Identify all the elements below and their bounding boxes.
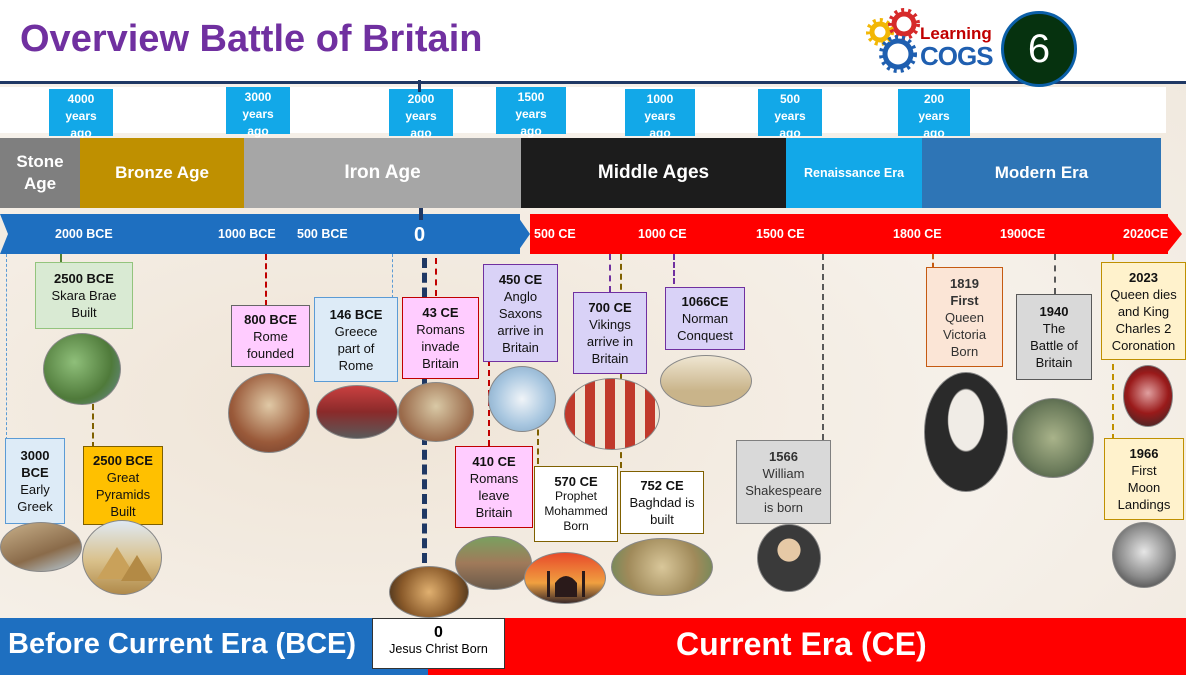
shakespeare-image (757, 524, 821, 592)
logo-text-learning: Learning (920, 24, 992, 43)
ce-label: Current Era (CE) (676, 626, 927, 662)
axis-start-notch (0, 214, 8, 254)
queen-victoria-image (924, 372, 1008, 492)
roman-soldiers-image (316, 385, 398, 439)
skara-brae-image (43, 333, 121, 405)
viking-ship-image (564, 378, 660, 450)
axis-bce-band (0, 214, 520, 254)
connector-line (6, 254, 7, 440)
jesus-born-caption: Jesus Christ Born (389, 642, 488, 656)
battle-of-britain-image (1012, 398, 1094, 478)
connector-line (609, 254, 611, 292)
early-greek-image (0, 522, 82, 572)
axis-tick: 500 CE (534, 227, 576, 241)
axis-tick: 1000 CE (638, 227, 687, 241)
norman-conquest-image (660, 355, 752, 407)
axis-tick: 1000 BCE (218, 227, 276, 241)
connector-line (60, 254, 62, 262)
ce-banner (428, 618, 1186, 675)
jesus-born-year: 0 (434, 624, 443, 641)
mosque-image (524, 552, 606, 604)
connector-line (92, 404, 94, 448)
anglo-saxon-map-image (488, 366, 556, 432)
year-zero-line (419, 208, 423, 220)
bce-banner (0, 618, 428, 675)
connector-line (822, 254, 824, 440)
baghdad-image (611, 538, 713, 596)
year-zero-line (418, 80, 421, 92)
king-charles-image (1123, 365, 1173, 427)
era-iron-age: Iron Age (244, 138, 521, 208)
connector-line (673, 254, 675, 284)
axis-bce-arrow-icon (516, 214, 530, 254)
era-middle-ages: Middle Ages (521, 138, 786, 208)
moon-landing-image (1112, 522, 1176, 588)
roman-invasion-image (398, 382, 474, 442)
axis-tick: 0 (414, 224, 426, 246)
connector-line (265, 254, 267, 306)
axis-tick: 1800 CE (893, 227, 942, 241)
axis-ce-arrow-icon (1166, 214, 1182, 254)
page-number-badge: 6 (1001, 11, 1077, 87)
connector-line (392, 254, 393, 298)
axis-tick: 1500 CE (756, 227, 805, 241)
axis-ce-band (530, 214, 1168, 254)
pyramids-image (82, 520, 162, 595)
rome-founded-image (228, 373, 310, 453)
era-modern: Modern Era (922, 138, 1161, 208)
pyramid-icon (97, 547, 153, 581)
connector-line (537, 420, 539, 464)
jesus-born-box: 0 Jesus Christ Born (372, 618, 505, 669)
connector-line (1054, 254, 1056, 294)
connector-line (435, 258, 437, 296)
axis-tick: 2020CE (1123, 227, 1169, 241)
header-divider (0, 81, 1186, 84)
era-renaissance: Renaissance Era (786, 138, 922, 208)
bce-label: Before Current Era (BCE) (8, 628, 357, 660)
axis-tick: 500 BCE (297, 227, 348, 241)
header (0, 0, 1186, 82)
cogs-icon (866, 8, 920, 73)
page-title: Overview Battle of Britain (20, 18, 483, 60)
years-ago-band (0, 87, 1166, 133)
axis-tick: 1900CE (1000, 227, 1046, 241)
mosque-icon (547, 571, 585, 597)
axis-tick: 2000 BCE (55, 227, 113, 241)
logo-text-cogs: COGS (920, 41, 994, 71)
romans-leave-image (455, 536, 532, 590)
nativity-image (389, 566, 469, 618)
era-bronze-age: Bronze Age (80, 138, 244, 208)
connector-line (932, 254, 934, 268)
